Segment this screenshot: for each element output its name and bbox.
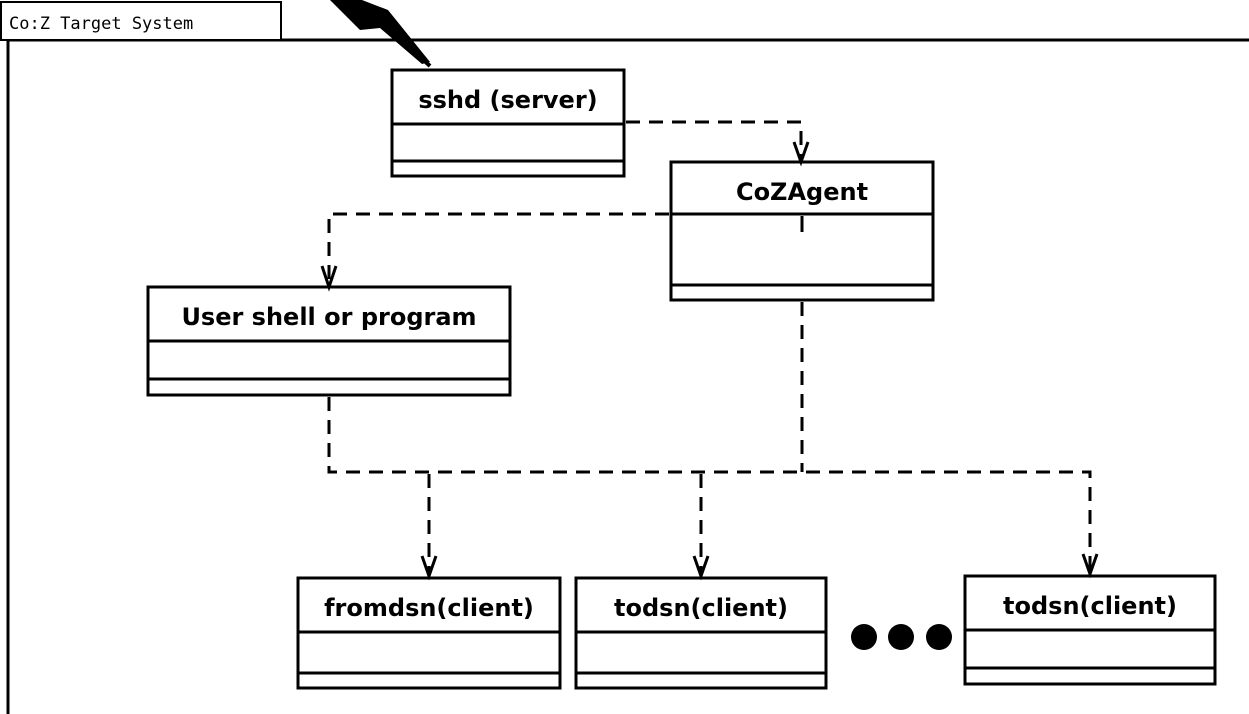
- class-title-user-shell: User shell or program: [181, 303, 476, 331]
- dependency-fanout: [327, 302, 1099, 581]
- dependency-cozagent-to-user-shell: [320, 212, 669, 292]
- class-title-fromdsn: fromdsn(client): [324, 594, 534, 622]
- ellipsis-icon: [851, 624, 952, 650]
- class-sshd[interactable]: sshd (server): [390, 68, 626, 178]
- package-tab: [0, 1, 282, 41]
- class-todsn-1[interactable]: todsn(client): [574, 576, 828, 690]
- class-title-todsn-1: todsn(client): [614, 594, 788, 622]
- dependency-sshd-to-cozagent: [626, 120, 810, 167]
- class-user-shell[interactable]: User shell or program: [146, 285, 512, 397]
- lightning-bolt-icon: [312, 0, 432, 68]
- class-title-sshd: sshd (server): [418, 86, 597, 114]
- class-fromdsn[interactable]: fromdsn(client): [296, 576, 562, 690]
- class-title-todsn-2: todsn(client): [1003, 592, 1177, 620]
- package-title: Co:Z Target System: [9, 14, 193, 34]
- class-todsn-2[interactable]: todsn(client): [963, 574, 1217, 686]
- class-title-cozagent: CoZAgent: [736, 178, 868, 206]
